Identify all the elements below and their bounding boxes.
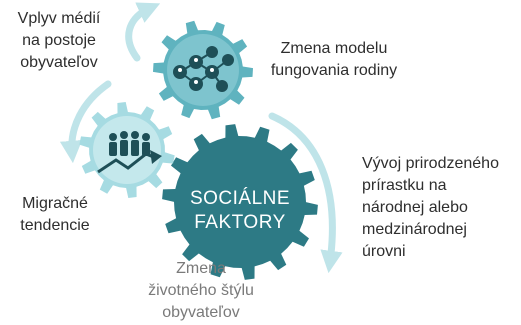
arrow-right-large: [268, 112, 343, 274]
label-migration-line2: tendencie: [20, 217, 90, 234]
label-media-line2: na postoje: [22, 32, 96, 49]
arrow-mid-left: [59, 80, 112, 164]
label-lifestyle-line2: životného štýlu: [148, 282, 254, 299]
arrow-top-left: [125, 2, 161, 62]
label-growth-line4: medzinárodnej: [362, 221, 467, 238]
label-media-line1: Vplyv médií: [17, 10, 101, 27]
label-growth-line1: Vývoj prirodzeného: [362, 155, 499, 172]
people-network-icon: [173, 46, 234, 92]
people-growth-chart-icon: [97, 131, 162, 174]
label-lifestyle: Zmena životného štýlu obyvateľov: [140, 258, 262, 324]
core-label-line2: FAKTORY: [194, 212, 286, 233]
label-lifestyle-line3: obyvateľov: [162, 304, 240, 321]
label-family-model: Zmena modelu fungovania rodiny: [252, 38, 416, 82]
label-media-line3: obyvateľov: [20, 54, 98, 71]
label-growth-line2: prírastku na: [362, 177, 447, 194]
label-family-line1: Zmena modelu: [280, 40, 388, 57]
core-label: SOCIÁLNE FAKTORY: [180, 187, 300, 235]
label-family-line2: fungovania rodiny: [270, 62, 398, 79]
core-label-line1: SOCIÁLNE: [189, 188, 291, 209]
label-growth-line5: úrovni: [362, 243, 406, 260]
label-migration: Migračné tendencie: [6, 193, 104, 237]
large-gear-body: [162, 124, 318, 280]
label-migration-line1: Migračné: [22, 195, 88, 212]
label-media-influence: Vplyv médií na postoje obyvateľov: [2, 8, 116, 74]
label-growth-line3: národnej alebo: [362, 199, 468, 216]
large-gear: [162, 124, 318, 280]
small-gear: [153, 20, 253, 120]
label-lifestyle-line1: Zmena: [176, 260, 226, 277]
label-natural-growth: Vývoj prirodzeného prírastku na národnej…: [362, 153, 520, 263]
